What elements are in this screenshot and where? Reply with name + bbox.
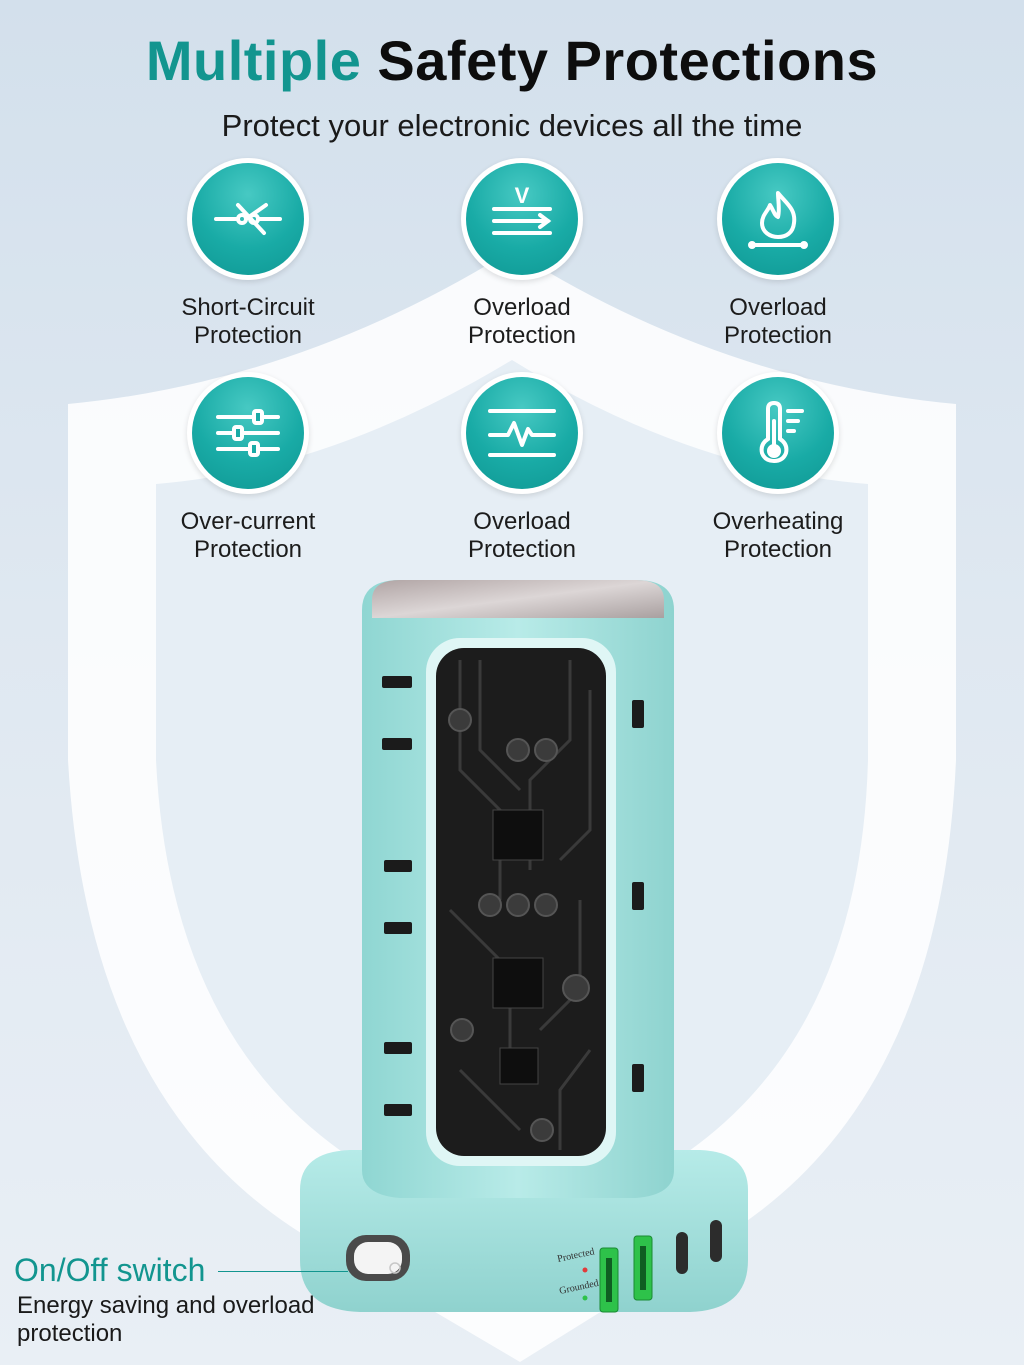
tower-outlets-left (382, 676, 412, 1116)
tower-top (372, 580, 664, 618)
pulse-icon (466, 377, 578, 489)
power-tower-illustration: Protected Grounded (300, 580, 748, 1313)
feature-subtitle: Protection (193, 536, 303, 563)
feature-subtitle: Protection (193, 322, 303, 349)
page-subtitle: Protect your electronic devices all the … (221, 108, 803, 143)
feature-title: Over-current (180, 508, 316, 535)
short-circuit-icon (192, 163, 304, 275)
switch-desc-line-2: protection (17, 1320, 123, 1347)
feature-title: Overload (473, 508, 571, 535)
title-rest: Safety Protections (361, 29, 879, 92)
switch-callout-title: On/Off switch (14, 1252, 206, 1288)
feature-subtitle: Protection (723, 536, 833, 563)
usb-c-port-2 (710, 1220, 722, 1262)
usb-c-port-1 (676, 1232, 688, 1274)
tower-outlets-right (632, 700, 644, 1092)
power-icon (389, 1262, 401, 1274)
grounded-led (582, 1295, 588, 1301)
feature-title: Overheating (712, 508, 844, 535)
title-accent: Multiple (145, 29, 362, 92)
voltage-glyph: V (515, 183, 530, 208)
protected-led (582, 1267, 588, 1273)
thermometer-icon (722, 377, 834, 489)
feature-title: Overload (473, 294, 571, 321)
feature-subtitle: Protection (467, 536, 577, 563)
switch-desc-line-1: Energy saving and overload (17, 1292, 315, 1319)
feature-subtitle: Protection (723, 322, 833, 349)
page-title: Multiple Safety Protections (0, 28, 1024, 93)
feature-title: Short-Circuit (181, 294, 315, 321)
feature-title: Overload (729, 294, 827, 321)
feature-subtitle: Protection (467, 322, 577, 349)
switch-callout-line (218, 1271, 348, 1272)
flame-icon (722, 163, 834, 275)
sliders-icon (192, 377, 304, 489)
voltage-arrow-icon: V (466, 163, 578, 275)
